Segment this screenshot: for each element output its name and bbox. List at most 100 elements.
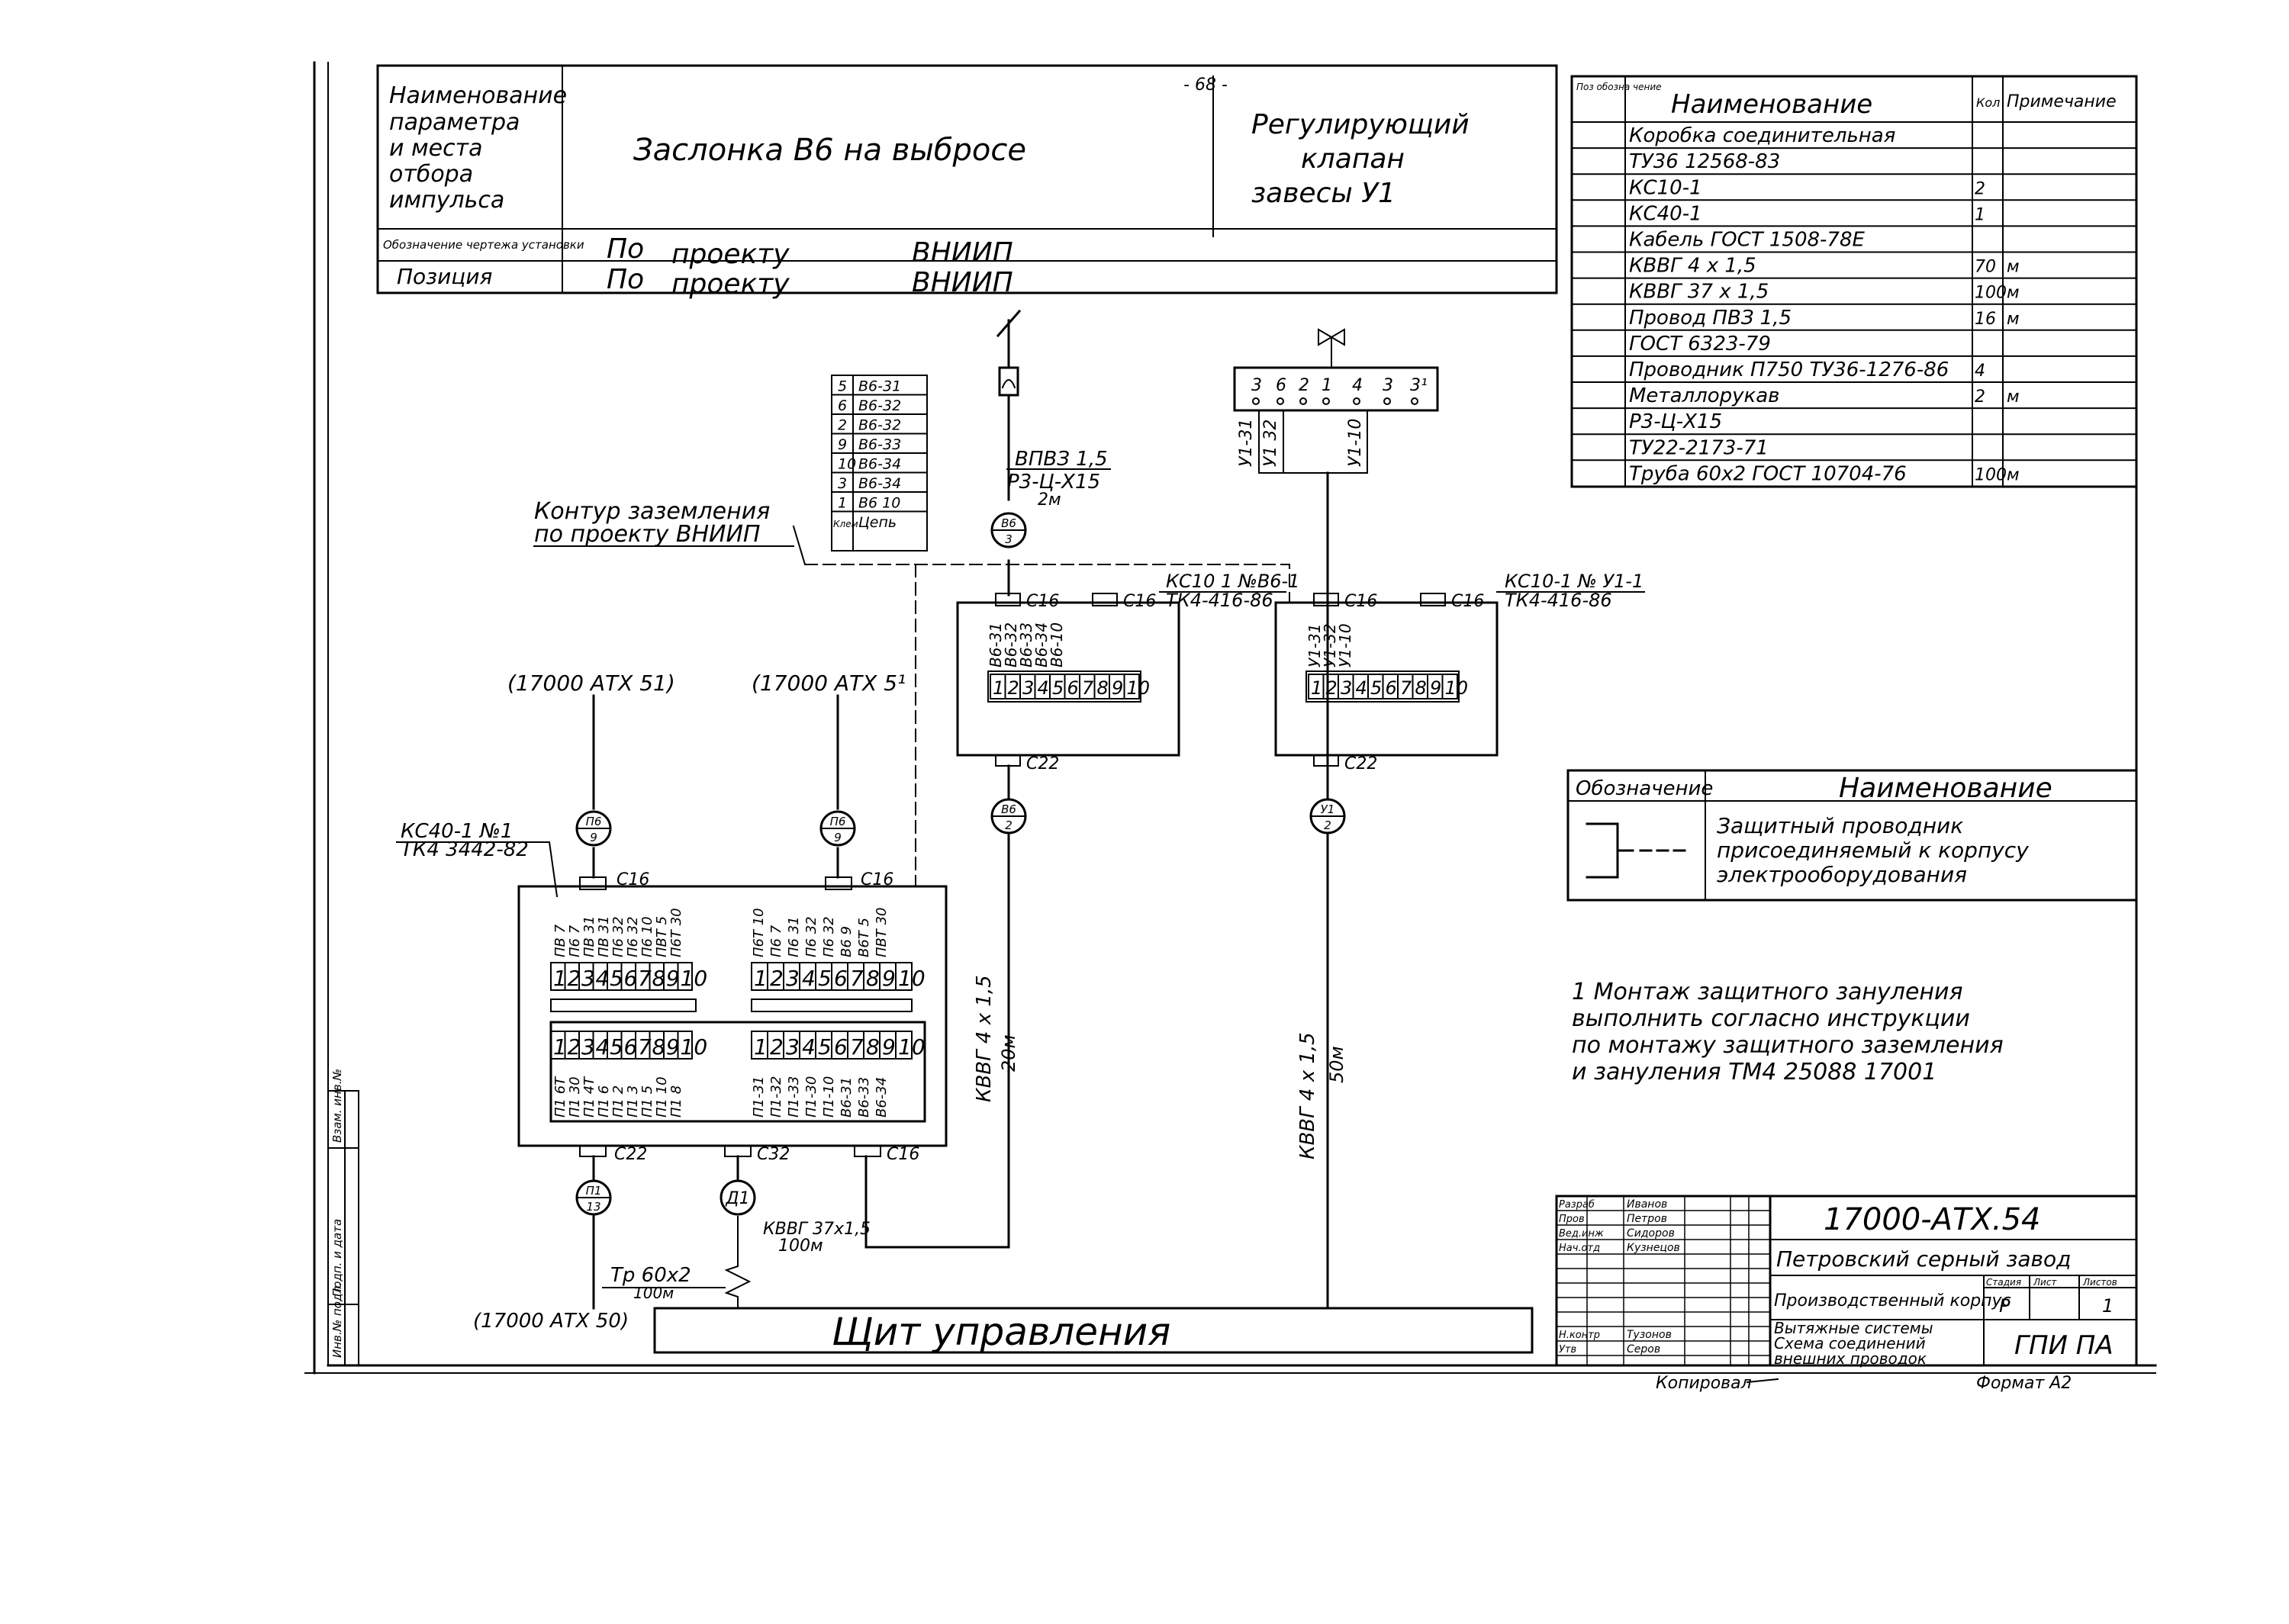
spec-row-name: ГОСТ 6323-79 xyxy=(1629,333,1771,355)
ref-bottom: (17000 АТХ 50) xyxy=(473,1310,629,1333)
terminal-number: 5 xyxy=(818,1034,832,1060)
valve-terminal-dot xyxy=(1411,397,1418,405)
spec-row-qty: 1 xyxy=(1975,205,1985,224)
terminal-number: 5 xyxy=(1370,677,1382,699)
install-value-3: ВНИИП xyxy=(912,237,1013,269)
ground-contour-label: Контур заземления по проекту ВНИИП xyxy=(533,498,806,566)
spec-row-qty: 16 xyxy=(1975,310,1996,329)
legend-text-2: присоединяемый к корпусу xyxy=(1717,838,2029,863)
panel-label: Щит управления xyxy=(832,1310,1170,1354)
spec-row-note: м xyxy=(2007,388,2020,407)
ground-dashed-line xyxy=(804,564,1290,886)
bubble-top: П6 xyxy=(586,815,602,828)
spec-row-name: Коробка соединительная xyxy=(1629,124,1895,147)
spec-head-pos: Поз обозна чение xyxy=(1576,82,1662,92)
spec-row-qty: 2 xyxy=(1975,179,1985,198)
sign-role: Нач.отд xyxy=(1559,1243,1600,1254)
terminal-number: 7 xyxy=(1400,677,1412,699)
position-value-2: проекту xyxy=(671,269,790,300)
param-label-5: импульса xyxy=(389,187,504,214)
spec-row-name: Металлорукав xyxy=(1629,384,1780,407)
sign-role: Н.контр xyxy=(1559,1330,1600,1341)
stamp-inv: Инв.№ подл. xyxy=(330,1282,344,1358)
chain-terminal: 5 xyxy=(838,378,847,395)
chain-terminal: 3 xyxy=(838,475,847,492)
pipe: Тр 60х2 xyxy=(610,1264,691,1287)
ks10a-c22: С22 xyxy=(1026,754,1059,773)
param-label-3: и места xyxy=(389,135,482,162)
stamp-replace: Взам. инв.№ xyxy=(330,1069,344,1143)
legend-text-1: Защитный проводник xyxy=(1717,813,1963,838)
terminal-number: 1 xyxy=(754,1034,768,1060)
terminal-number: 10 xyxy=(898,1034,926,1060)
ks10b-c16-1: С16 xyxy=(1344,592,1377,611)
wire-label: П6 32 xyxy=(610,916,626,957)
wire-a2: Р3-Ц-Х15 xyxy=(1007,471,1100,494)
bubble-top: П1 xyxy=(586,1184,602,1198)
tb-desc-2: Схема соединений xyxy=(1774,1334,1926,1352)
header-table: Наименование параметра и места отбора им… xyxy=(376,64,1558,300)
terminal-number: 1 xyxy=(993,677,1004,699)
sign-role: Вед.инж xyxy=(1559,1228,1604,1240)
note-3: по монтажу защитного заземления xyxy=(1572,1032,2004,1059)
terminal-number: 9 xyxy=(666,1034,680,1060)
ks10a-name: КС10 1 №В6-1 xyxy=(1166,571,1300,592)
terminal-number: 9 xyxy=(1430,677,1441,699)
legend-col2: Наименование xyxy=(1839,773,2052,804)
bubble xyxy=(990,512,1027,548)
wire-label: В6-32 xyxy=(1002,622,1020,667)
wire-label: П6 32 xyxy=(625,916,641,957)
cable-b6: КВВГ 4 х 1,5 xyxy=(973,975,996,1102)
position-value-1: По xyxy=(607,264,644,295)
terminal-number: 4 xyxy=(802,1034,816,1060)
terminal-number: 2 xyxy=(1008,677,1019,699)
terminal-number: 3 xyxy=(1022,677,1034,699)
spec-row-name: КВВГ 37 х 1,5 xyxy=(1629,281,1769,304)
cable-b6-len: 20м xyxy=(998,1034,1019,1072)
wire-label: П1-32 xyxy=(768,1076,784,1118)
terminal-number: 7 xyxy=(1082,677,1094,699)
valve-terminal-dot xyxy=(1383,397,1391,405)
spec-head-qty: Кол xyxy=(1976,95,2000,110)
ks10b-c22: С22 xyxy=(1344,754,1377,773)
install-value-1: По xyxy=(607,233,644,265)
wire-label: П6Т 10 xyxy=(751,908,767,957)
chain-circuit: В6-32 xyxy=(858,417,901,434)
wire-a3: 2м xyxy=(1038,490,1061,510)
ks40-c16-3: С16 xyxy=(887,1145,919,1164)
valve-terminal: 3¹ xyxy=(1410,376,1428,395)
sign-name: Кузнецов xyxy=(1627,1242,1680,1254)
terminal-number: 10 xyxy=(1445,677,1469,699)
bubble xyxy=(1309,798,1346,835)
param-label-1: Наименование xyxy=(389,82,567,109)
legend-col1: Обозначение xyxy=(1576,777,1713,800)
terminal-cell xyxy=(895,1031,913,1060)
install-label: Обозначение чертежа установки xyxy=(383,238,584,252)
ks40-c16-2: С16 xyxy=(861,870,893,889)
wire-label: П1 3 xyxy=(625,1085,641,1118)
sign-role: Утв xyxy=(1559,1344,1576,1355)
tb-stage-h: Стадия xyxy=(1986,1277,2021,1288)
terminal-number: 5 xyxy=(610,1034,623,1060)
wire-label: П6 32 xyxy=(821,916,837,957)
chain-circuit: В6-34 xyxy=(858,456,901,473)
terminal-number: 1 xyxy=(1311,677,1322,699)
bubble xyxy=(990,798,1027,835)
ks40-c22: С22 xyxy=(614,1145,647,1164)
bubble xyxy=(720,1179,756,1216)
sign-role: Пров xyxy=(1559,1214,1585,1225)
chain-terminal: 6 xyxy=(838,397,847,414)
terminal-number: 3 xyxy=(581,1034,595,1060)
valve-terminal-dot xyxy=(1276,397,1284,405)
wire-label: ПВ 7 xyxy=(552,924,568,957)
wire-label: П6Т 30 xyxy=(668,908,684,957)
valve-terminal-dot xyxy=(1252,397,1260,405)
tb-sheets-v: 1 xyxy=(2102,1295,2114,1317)
wire-label: ПВТ 30 xyxy=(874,907,890,957)
sign-name: Сидоров xyxy=(1627,1227,1675,1240)
chain-footer-terminal: Клем xyxy=(833,519,858,529)
spec-row-name: ТУ22-2173-71 xyxy=(1629,436,1769,459)
